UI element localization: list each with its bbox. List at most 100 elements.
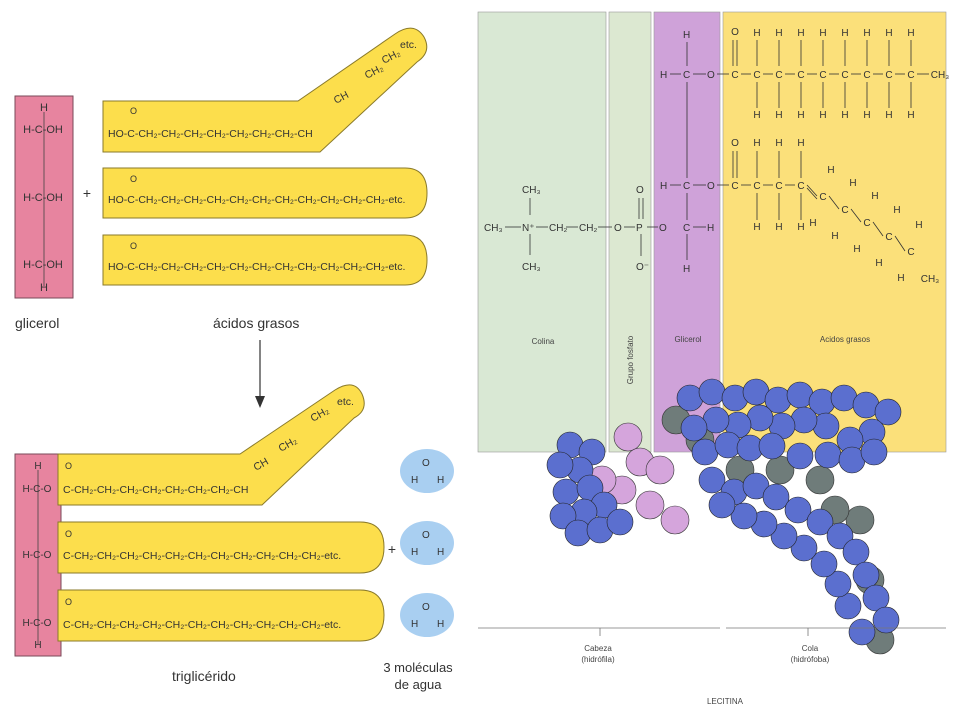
- sat-h-top: H: [841, 28, 848, 39]
- sat-h-top: H: [863, 28, 870, 39]
- unsat-h-down: H: [809, 218, 816, 229]
- sat-h-bottom: H: [907, 110, 914, 121]
- unsat-h-up: H: [915, 220, 922, 231]
- glycerol-row-2: H-C-OH: [23, 192, 63, 204]
- unsat-h-up: H: [893, 205, 900, 216]
- glycerol-row-3: H-C-OH: [23, 259, 63, 271]
- svg-text:C: C: [683, 181, 690, 192]
- phosphate-structure: O O P O O⁻: [598, 185, 667, 273]
- svg-text:O: O: [422, 602, 430, 613]
- unsat-h-bottom: H: [797, 222, 804, 233]
- svg-text:H: H: [437, 619, 444, 630]
- lecitina-title: LECITINA: [707, 697, 744, 706]
- space-filling-model: [546, 378, 902, 655]
- glycerol-row-1: H-C-OH: [23, 124, 63, 136]
- svg-text:H: H: [707, 223, 714, 234]
- svg-text:P: P: [636, 223, 643, 234]
- unsat-carbon: C: [797, 181, 804, 192]
- svg-text:CH₃: CH₃: [484, 223, 503, 234]
- svg-text:CH₃: CH₃: [522, 185, 541, 196]
- unsat-carbon: C: [731, 181, 738, 192]
- fatty-acid-1-o: O: [130, 106, 137, 116]
- triglyceride-chain-3-o: O: [65, 597, 72, 607]
- atom-pink-4: [635, 490, 665, 520]
- svg-text:O: O: [614, 223, 622, 234]
- colina-region: [477, 11, 607, 453]
- fatty-acid-3-chain: HO-C-CH₂-CH₂-CH₂-CH₂-CH₂-CH₂-CH₂-CH₂-CH₂…: [108, 261, 405, 273]
- right-panel: Colina Grupo fosfato Glicerol Acidos gra…: [472, 4, 960, 720]
- sat-h-top: H: [907, 28, 914, 39]
- left-panel: H H-C-OH H-C-OH H-C-OH H + O HO-C-CH₂-CH…: [14, 27, 454, 692]
- atom-blue-39: [698, 466, 726, 494]
- colina-label: Colina: [532, 337, 555, 346]
- atom-blue-49: [872, 606, 900, 634]
- svg-text:O: O: [636, 185, 644, 196]
- hidrofoba-label: (hidrófoba): [791, 655, 830, 664]
- svg-text:CH₂: CH₂: [549, 223, 567, 234]
- atom-blue-3: [546, 451, 574, 479]
- atom-blue-48: [862, 584, 890, 612]
- triglyceride-h-top: H: [34, 461, 41, 472]
- fatty-acid-1-tail-etc: etc.: [400, 39, 417, 51]
- sat-carbon: C: [819, 70, 826, 81]
- svg-text:H: H: [411, 619, 418, 630]
- unsat-h-top: H: [753, 138, 760, 149]
- triglyceride-chain-1-tail-etc: etc.: [337, 396, 354, 408]
- svg-text:H: H: [411, 475, 418, 486]
- fatty-acid-3-o: O: [130, 241, 137, 251]
- unsat-h-up: H: [871, 191, 878, 202]
- atom-blue-51: [834, 592, 862, 620]
- atom-blue-31: [691, 438, 719, 466]
- atom-blue-50: [848, 618, 876, 646]
- unsat-carbon: C: [885, 232, 892, 243]
- sat-h-top: H: [775, 28, 782, 39]
- fatty-acid-3-shape: [102, 234, 428, 286]
- triglyceride-chain-2-shape: [57, 521, 385, 574]
- triglyceride-row-2: H-C-O: [23, 550, 52, 561]
- sat-h-bottom: H: [819, 110, 826, 121]
- atom-blue-53: [810, 550, 838, 578]
- atom-blue-43: [784, 496, 812, 524]
- hidrofila-label: (hidrófila): [581, 655, 615, 664]
- atom-blue-35: [786, 442, 814, 470]
- atom-pink-0: [613, 422, 643, 452]
- unsat-h-up: H: [827, 165, 834, 176]
- sat-carbon: C: [841, 70, 848, 81]
- sat-h-bottom: H: [753, 110, 760, 121]
- svg-text:H: H: [660, 181, 667, 192]
- plus-sign-1: +: [83, 185, 91, 201]
- svg-text:O: O: [707, 70, 715, 81]
- atom-blue-38: [860, 438, 888, 466]
- atom-pink-5: [660, 505, 690, 535]
- atom-blue-4: [552, 478, 580, 506]
- water-molecule-1: H O H: [400, 449, 454, 493]
- svg-text:O: O: [422, 458, 430, 469]
- sat-carbon: C: [863, 70, 870, 81]
- unsat-h-top: H: [775, 138, 782, 149]
- atom-blue-8: [549, 502, 577, 530]
- atom-blue-52: [824, 570, 852, 598]
- sat-h-bottom: H: [841, 110, 848, 121]
- triglyceride-h-bottom: H: [34, 640, 41, 651]
- svg-text:H: H: [411, 547, 418, 558]
- atom-blue-34: [758, 432, 786, 460]
- sat-carbon: C: [753, 70, 760, 81]
- triglyceride-chain-1: C-CH₂-CH₂-CH₂-CH₂-CH₂-CH₂-CH₂-CH: [63, 484, 248, 496]
- sat-carbon: C: [797, 70, 804, 81]
- glicerol-label: glicerol: [15, 315, 59, 331]
- svg-text:C: C: [683, 70, 690, 81]
- svg-text:H: H: [683, 30, 690, 41]
- fatty-acid-2-o: O: [130, 174, 137, 184]
- sat-h-bottom: H: [775, 110, 782, 121]
- triglyceride-chain-3: C-CH₂-CH₂-CH₂-CH₂-CH₂-CH₂-CH₂-CH₂-CH₂-CH…: [63, 619, 341, 631]
- sat-carbon: C: [731, 70, 738, 81]
- atom-gray-5: [845, 505, 875, 535]
- unsat-h-down: H: [853, 244, 860, 255]
- svg-text:H: H: [437, 475, 444, 486]
- sat-h-bottom: H: [885, 110, 892, 121]
- sat-h-bottom: H: [863, 110, 870, 121]
- sat-o-top: O: [731, 27, 739, 38]
- atom-blue-46: [842, 538, 870, 566]
- svg-text:C: C: [683, 223, 690, 234]
